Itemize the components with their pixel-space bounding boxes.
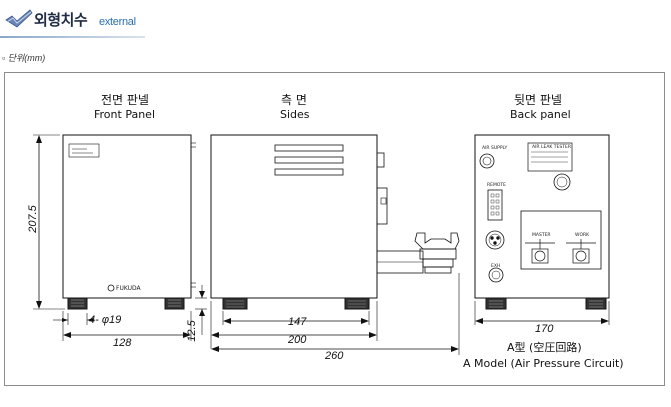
- side-vent-1: [274, 144, 344, 152]
- fukuda-brand: FUKUDA: [116, 285, 141, 292]
- work-valve: [566, 239, 596, 264]
- remote-label: REMOTE: [487, 183, 506, 188]
- back-body: [474, 134, 610, 299]
- remote-connector: [487, 189, 503, 221]
- unit-note: ▫ 단위(mm): [2, 53, 46, 63]
- page-title-en: external: [99, 16, 136, 28]
- side-body: [210, 134, 378, 299]
- air-supply-label: AIR SUPPLY: [482, 146, 508, 151]
- dim-front-width: 128: [113, 337, 132, 349]
- front-foot-left: [67, 297, 88, 310]
- side-title-en: Sides: [280, 108, 310, 121]
- back-round-port: [553, 173, 571, 191]
- exh-fitting: [488, 267, 504, 283]
- front-title-ko: 전면 판넬: [101, 93, 149, 107]
- front-label-plate: [68, 143, 100, 158]
- power-socket: [485, 230, 505, 250]
- back-foot-right: [585, 297, 607, 310]
- side-foot-left: [222, 297, 248, 310]
- front-title-en: Front Panel: [94, 108, 155, 121]
- dim-side-overall: 260: [325, 350, 344, 362]
- header: 외형치수 external: [0, 0, 671, 46]
- dim-foot-height: 12.5: [186, 320, 198, 342]
- dimension-drawing: [33, 134, 610, 355]
- master-valve: [525, 239, 555, 264]
- model-label-en: A Model (Air Pressure Circuit): [463, 357, 624, 370]
- drawing-frame: 전면 판넬 Front Panel 측 면 Sides 뒷면 판넬 Back p…: [4, 72, 665, 386]
- back-title-ko: 뒷면 판넬: [514, 93, 562, 107]
- front-body: [62, 134, 192, 299]
- dim-back-width: 170: [535, 323, 554, 335]
- back-foot-left: [485, 297, 507, 310]
- side-vent-3: [274, 168, 344, 176]
- side-valve-assembly: [414, 232, 460, 250]
- dim-foot-holes: 4- φ19: [89, 314, 122, 326]
- air-supply-fitting: [479, 153, 495, 169]
- side-vent-2: [274, 156, 344, 164]
- front-foot-right: [164, 297, 185, 310]
- dim-height: 207.5: [27, 205, 39, 233]
- work-label: WORK: [575, 233, 590, 238]
- checkmark-icon: [5, 9, 33, 28]
- master-label: MASTER: [532, 233, 551, 238]
- side-title-ko: 측 면: [281, 93, 307, 107]
- side-foot-right: [344, 297, 370, 310]
- master-work-panel: [520, 210, 602, 270]
- back-title-en: Back panel: [510, 108, 571, 121]
- page-title: 외형치수: [34, 11, 88, 29]
- dim-side-total: 200: [288, 334, 307, 346]
- nameplate-title: AIR LEAK TESTER: [532, 145, 571, 150]
- title-underline: [0, 36, 145, 38]
- dim-side-body: 147: [288, 316, 307, 328]
- exh-label: EXH: [491, 264, 501, 269]
- model-label-ko: A型 (空圧回路): [507, 341, 582, 354]
- back-nameplate: [527, 142, 573, 172]
- fukuda-logo-icon: [107, 284, 115, 292]
